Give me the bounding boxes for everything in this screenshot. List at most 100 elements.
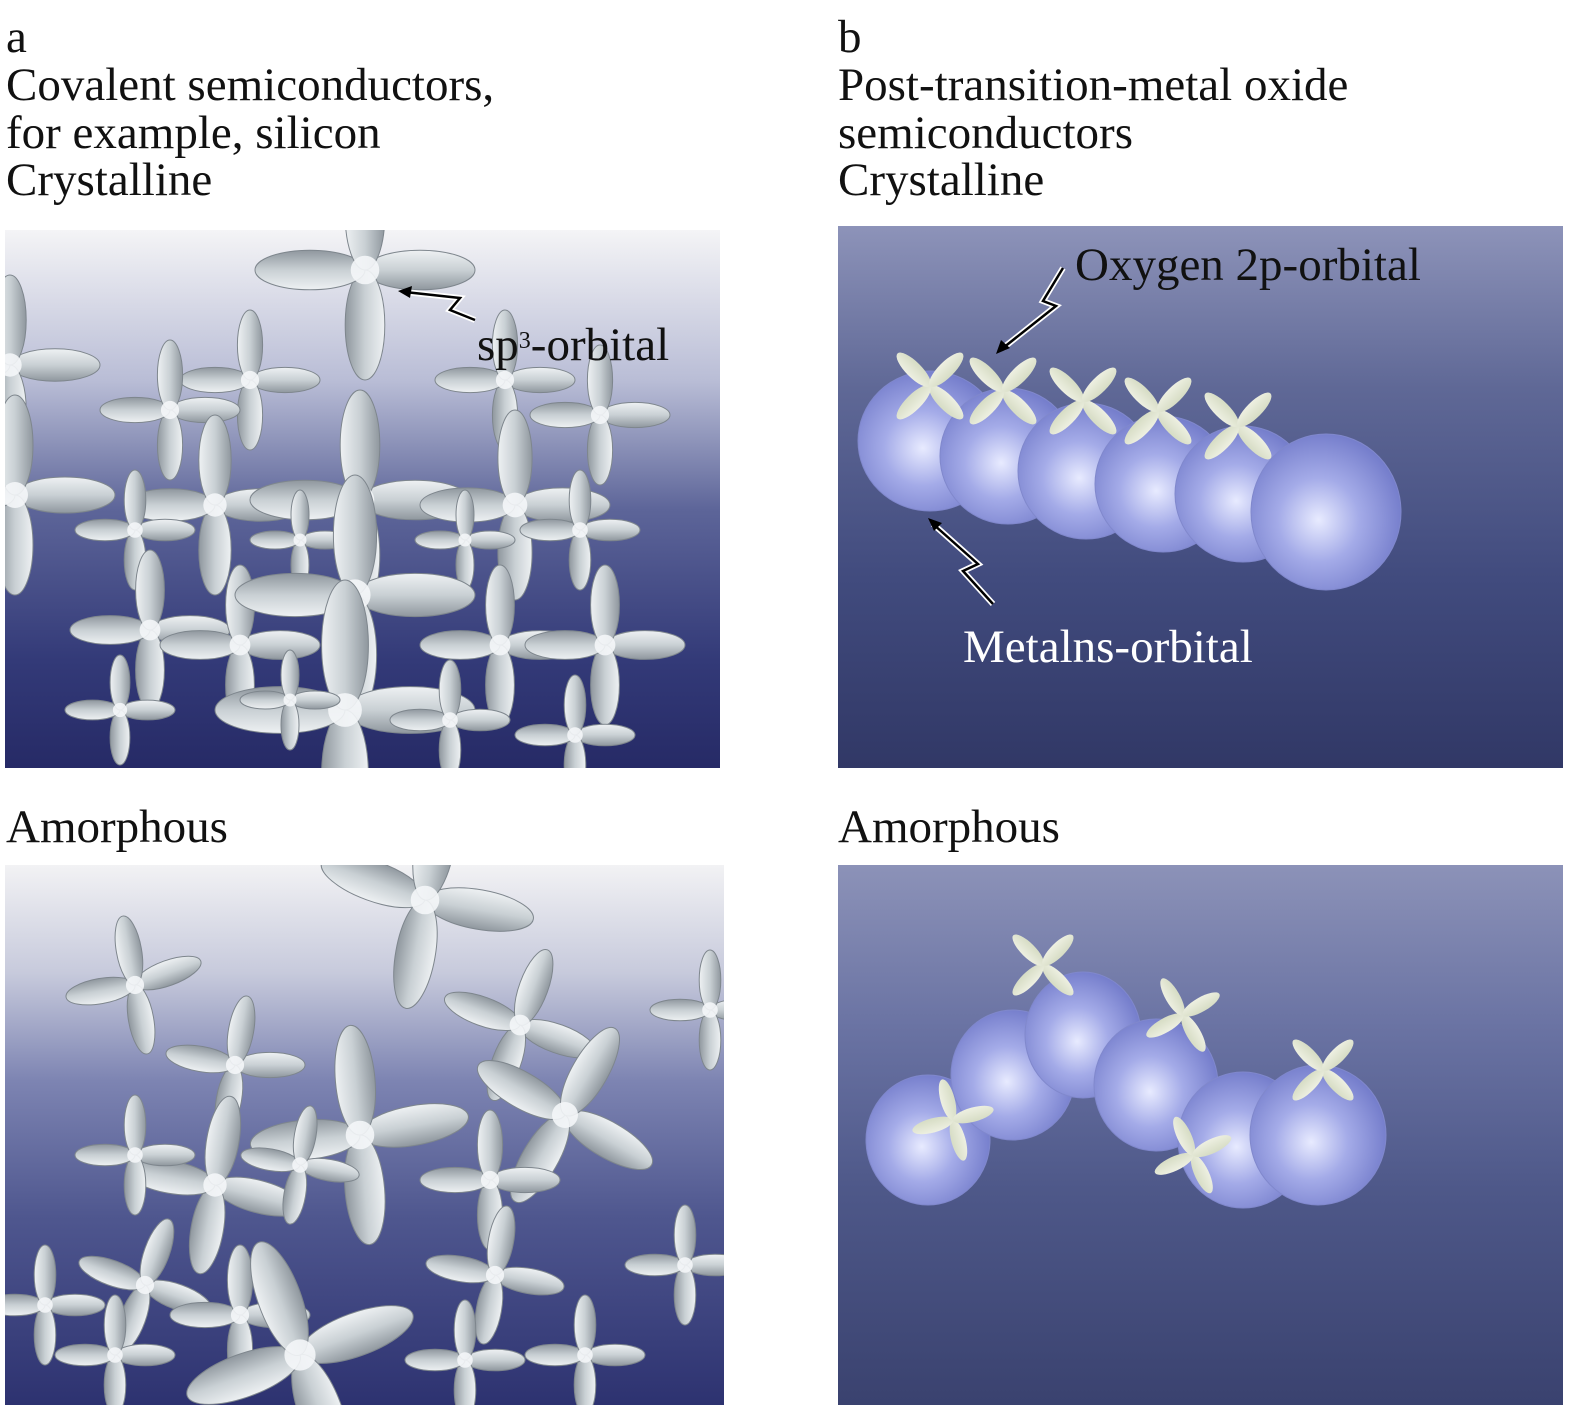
oxide-amorphous-image [838,865,1563,1405]
atom-core [485,1265,505,1285]
oxide-crystalline-image: Oxygen 2p-orbital Metalns-orbital [838,226,1563,768]
atom-core [292,1157,308,1173]
atom-core [203,1173,227,1197]
oxygen-2p-lobe [938,1079,957,1121]
sp3-lobe [114,1343,176,1367]
oxygen-arrow-icon [996,266,1066,354]
atom-core [139,619,161,641]
sp3-lobe [673,1264,697,1326]
atom-core [489,634,511,656]
oxygen-2p-lobe [1002,390,1037,425]
oxygen-2p-lobe [1146,1013,1184,1038]
panel-b-amorphous-label: Amorphous [838,801,1060,853]
oxygen-2p-lobe [1042,964,1074,996]
atom-core [552,1102,578,1128]
atom-core [37,1297,53,1313]
oxide-crystalline-spheres [857,352,1402,591]
sp3-lobe [334,1024,377,1136]
silicon-amorphous-network [5,865,724,1405]
oxygen-2p-lobe [1204,425,1239,460]
atom-core [702,1002,718,1018]
atom-core [502,492,528,518]
oxygen-2p-lobe [1322,1039,1354,1071]
sp3-lobe [343,1134,386,1246]
oxygen-2p-lobe [1154,1152,1194,1175]
silicon-crystalline-lattice [5,230,686,768]
sp3-lobe [114,915,144,986]
oxygen-2p-lobe [1157,410,1192,445]
sp3-lobe [165,1044,236,1074]
atom-core [495,370,515,390]
oxygen-2p-lobe [1292,1069,1324,1101]
sp3-lobe [698,949,722,1011]
sp3-lobe [404,1348,466,1372]
atom-core [677,1257,693,1273]
sp3-lobe [44,1293,106,1317]
oxygen-2p-lobe [1157,377,1192,412]
atom-core [160,400,180,420]
atom-core [572,522,588,538]
sp3-lobe [698,1009,722,1071]
atom-core [345,1120,375,1150]
sp3-orbital-label: sp3-orbital [477,319,670,371]
atom-core [112,702,128,718]
sp3-lobe [624,1253,686,1277]
oxygen-2p-lobe [1049,400,1084,435]
oxygen-2p-lobe [1190,1154,1213,1194]
oxygen-2p-lobe [952,1105,994,1124]
atom-core [5,482,28,508]
oxygen-2p-lobe [1322,1069,1354,1101]
sp3-lobe [464,1348,526,1372]
oxygen-2p-lobe [1124,377,1159,412]
sp3-lobe [103,1294,127,1356]
atom-core [229,634,251,656]
sp3-lobe [425,1254,496,1284]
atom-core [203,493,227,517]
atom-core [127,522,143,538]
sp3-lobe [419,1166,491,1194]
metal-ns-sphere [1250,433,1402,591]
sp3-lobe [169,1301,241,1329]
oxygen-2p-lobe [912,1116,954,1135]
atom-core [293,533,307,547]
oxygen-2p-lobe [969,357,1004,392]
sp3-lobe [524,1343,586,1367]
atom-core [480,1170,500,1190]
sp3-lobe [584,1343,646,1367]
atom-core [230,1305,250,1325]
atom-core [5,353,22,377]
atom-core [283,693,297,707]
oxygen-2p-lobe [1012,964,1044,996]
metal-ns-orbital-label: Metalns-orbital [963,621,1253,673]
metal-ns-sphere [1249,1064,1387,1206]
sp3-lobe [123,1154,147,1216]
atom-core [135,1275,155,1295]
oxygen-2p-lobe [1082,367,1117,402]
sp3-lobe [476,1109,504,1181]
oxygen-2p-lobe [896,385,931,420]
oxygen-2p-lobe [929,352,964,387]
atom-core [594,634,616,656]
oxygen-2p-lobe [1292,1039,1324,1071]
sp3-lobe [282,1164,308,1225]
oxygen-2p-lobe [949,1119,968,1161]
sp3-lobe [123,1094,147,1156]
oxygen-2p-lobe [1049,367,1084,402]
atom-core [410,885,440,915]
panel-b-letter: b [838,11,862,63]
oxygen-2p-lobe [1237,425,1272,460]
sp3-lobe [453,1299,477,1361]
sp3-lobe [226,1244,254,1316]
panel-a-amorphous-label: Amorphous [6,801,228,853]
oxygen-2p-lobe [1002,357,1037,392]
atom-core [125,975,145,995]
oxide-amorphous-spheres [865,934,1387,1209]
atom-core [240,370,260,390]
oxygen-2p-lobe [1204,392,1239,427]
sp3-lobe [573,1294,597,1356]
sp3-lobe [33,1244,57,1306]
atom-core [284,1339,316,1371]
atom-core [509,1014,531,1036]
panel-b-title-line-1: Post-transition-metal oxide [838,59,1349,111]
panel-a-letter: a [6,11,27,63]
